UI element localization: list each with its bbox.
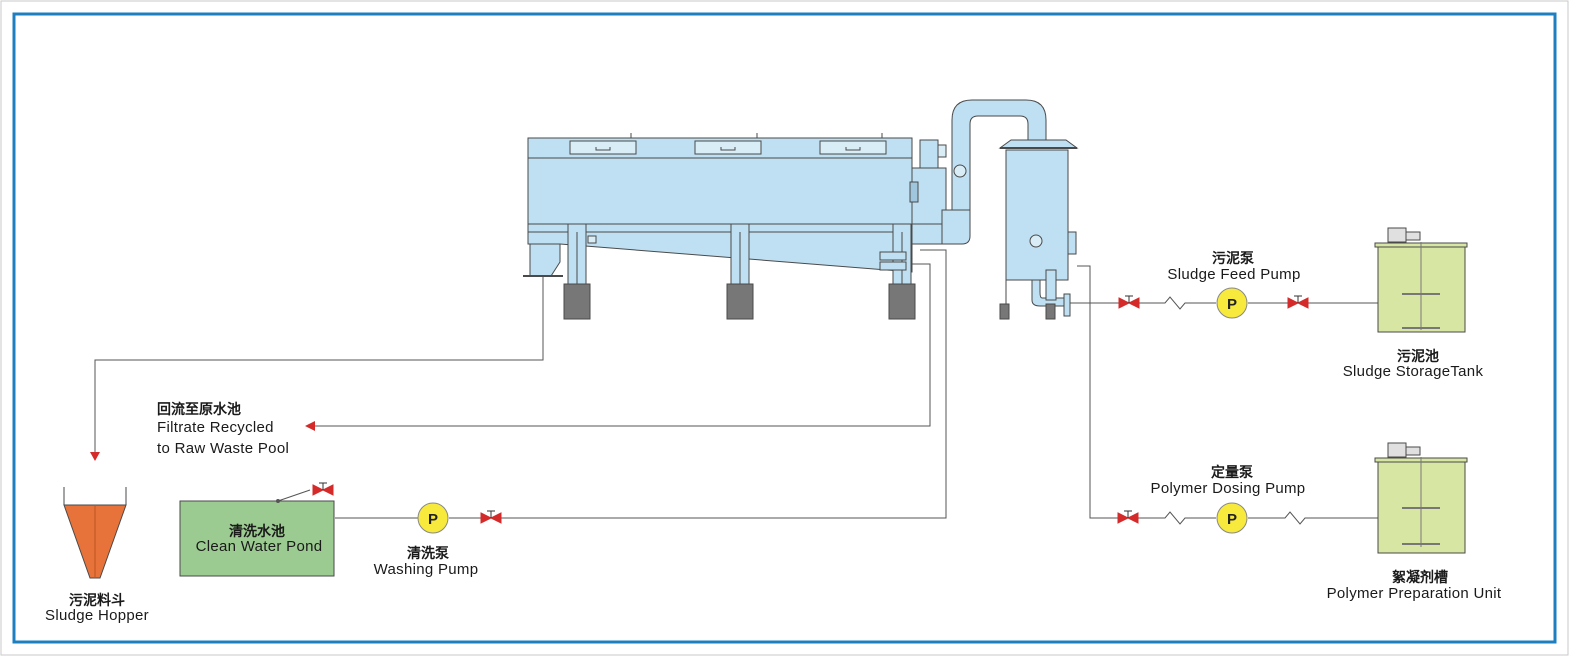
dewatering-machine (523, 133, 947, 320)
sludge-hopper-label-zh: 污泥料斗 (69, 592, 125, 608)
valve-icon (480, 510, 502, 524)
sludge-storage-tank (1374, 227, 1468, 333)
pipe-polymer-riser (1077, 265, 1118, 519)
valve-icon (312, 482, 334, 496)
filtrate-label-en-1: Filtrate Recycled (157, 419, 274, 436)
sludge-storage-tank-label-zh: 污泥池 (1397, 348, 1439, 364)
valve-icon (1118, 295, 1140, 309)
pump-icon: P (1216, 502, 1248, 534)
pipe-network (94, 249, 1378, 525)
arrow-icon (90, 452, 100, 461)
sludge-hopper-label-en: Sludge Hopper (45, 607, 149, 624)
polymer-prep-unit-label-zh: 絮凝剂槽 (1392, 569, 1448, 585)
polymer-dosing-pump-label-zh: 定量泵 (1211, 464, 1253, 480)
clean-water-pond-label-zh: 清洗水池 (229, 523, 285, 539)
machine-foot (563, 283, 591, 320)
clean-water-pond-label-en: Clean Water Pond (195, 538, 323, 555)
diagram-frame (12, 12, 1557, 644)
polymer-prep-unit-label-en: Polymer Preparation Unit (1326, 585, 1502, 602)
clean-water-pond (179, 500, 335, 577)
pump-symbol: P (428, 511, 438, 528)
sludge-feed-pump-label-en: Sludge Feed Pump (1167, 266, 1301, 283)
pump-icon: P (417, 502, 449, 534)
polymer-dosing-pump-label-en: Polymer Dosing Pump (1150, 480, 1306, 497)
flocculation-reactor (941, 99, 1079, 320)
pump-symbol: P (1227, 511, 1237, 528)
pipe-pond-overflow (277, 489, 311, 502)
sludge-storage-tank-label-en: Sludge StorageTank (1342, 363, 1484, 380)
washing-pump-label-en: Washing Pump (373, 561, 479, 578)
pipe-polymer-2 (1138, 511, 1216, 525)
valve-icon (1117, 510, 1139, 524)
pipe-feed-2 (1139, 296, 1216, 310)
arrow-icon (305, 421, 315, 431)
washing-pump-label-zh: 清洗泵 (407, 545, 449, 561)
valve-icon (1287, 295, 1309, 309)
pump-icon: P (1216, 287, 1248, 319)
polymer-preparation-tank (1374, 442, 1468, 554)
sludge-hopper (63, 487, 127, 579)
pipe-filtrate (312, 263, 931, 427)
pond-outlet (276, 499, 280, 503)
pipe-to-hopper (94, 270, 544, 455)
filtrate-label-zh: 回流至原水池 (157, 401, 241, 417)
pipe-wash-3 (501, 249, 947, 519)
filtrate-label-en-2: to Raw Waste Pool (157, 440, 290, 457)
pipe-polymer-3 (1248, 511, 1378, 525)
sludge-feed-pump-label-zh: 污泥泵 (1212, 250, 1254, 266)
machine-foot (888, 283, 916, 320)
machine-foot (726, 283, 754, 320)
pump-symbol: P (1227, 296, 1237, 313)
